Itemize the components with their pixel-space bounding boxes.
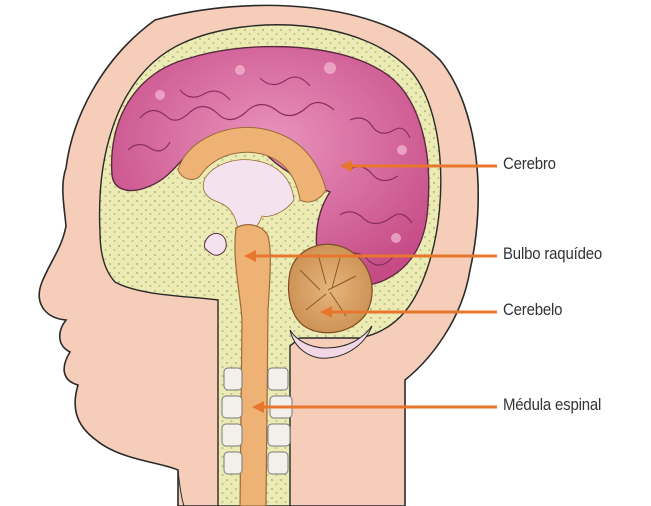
- label-cerebro: Cerebro: [503, 154, 556, 174]
- label-cerebelo: Cerebelo: [503, 300, 562, 320]
- label-medula-espinal: Médula espinal: [503, 395, 601, 415]
- label-bulbo-raquideo: Bulbo raquídeo: [503, 244, 602, 264]
